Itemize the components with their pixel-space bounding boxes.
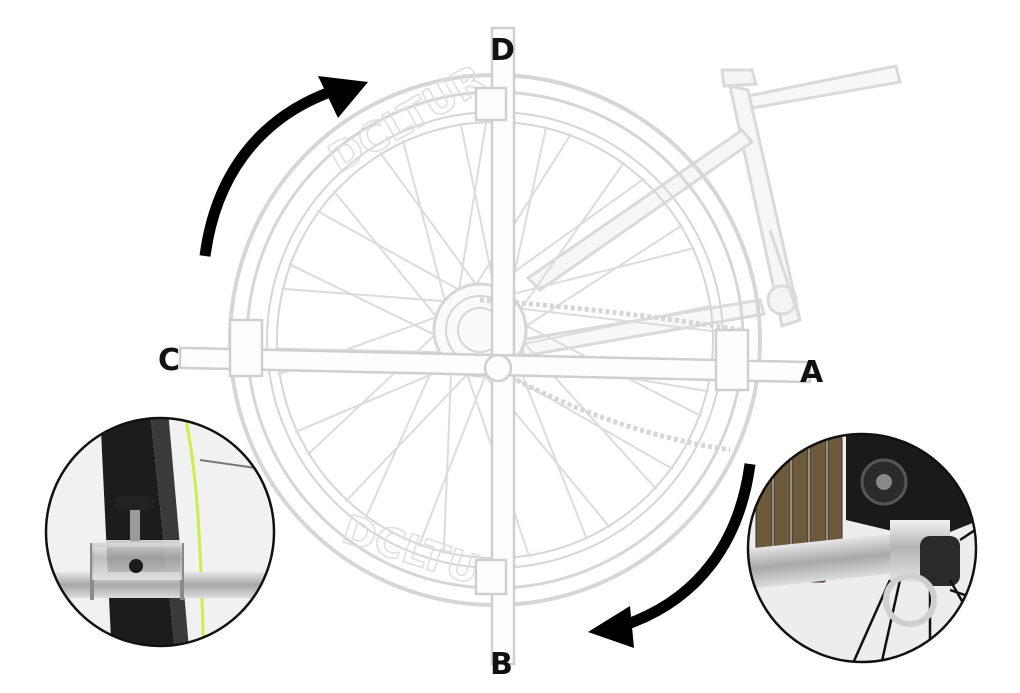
label-left: C <box>158 343 181 378</box>
bicycle-frame <box>518 64 902 358</box>
spoke <box>516 161 626 316</box>
spoke <box>344 368 473 503</box>
detail-inset-hub-clamp <box>746 432 978 664</box>
spoke <box>456 120 488 297</box>
spoke <box>513 306 715 333</box>
spoke <box>501 246 696 298</box>
spoke <box>379 151 481 291</box>
spoke <box>459 122 497 294</box>
spoke <box>494 366 674 471</box>
arrow-head-bottom <box>588 606 634 648</box>
label-right: A <box>800 355 824 390</box>
arrow-head-top <box>318 76 368 118</box>
label-bottom: B <box>490 647 513 682</box>
spoke <box>512 351 589 541</box>
label-top: D <box>490 33 515 68</box>
spoke <box>332 189 442 323</box>
detail-inset-tire-gauge <box>44 416 276 648</box>
spoke <box>442 358 453 554</box>
spoke <box>281 287 452 303</box>
spoke <box>288 262 442 339</box>
arrow-clockwise-bottom <box>620 463 756 632</box>
spoke <box>306 329 441 456</box>
arrow-clockwise-top <box>199 86 332 257</box>
rotation-arrows <box>199 76 756 648</box>
truing-stand <box>178 26 812 666</box>
spoke <box>417 368 489 547</box>
spoke <box>316 209 466 294</box>
